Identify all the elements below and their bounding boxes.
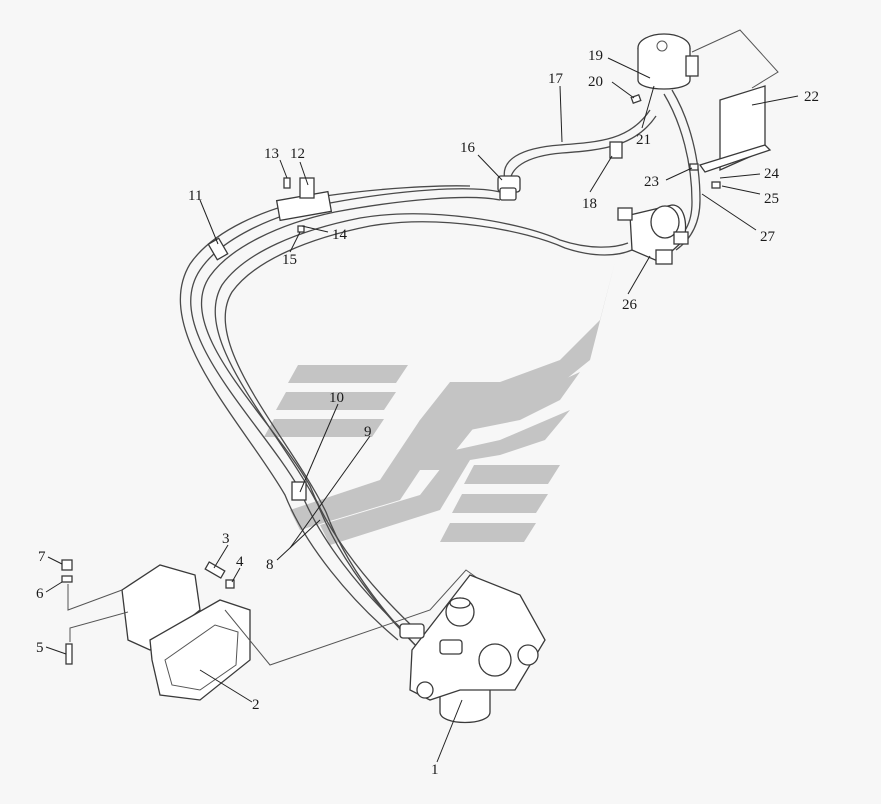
- callout-14: 14: [332, 227, 348, 243]
- callout-7: 7: [38, 549, 46, 565]
- callout-20: 20: [588, 74, 603, 90]
- callout-16: 16: [460, 140, 476, 156]
- callout-8: 8: [266, 557, 274, 573]
- callout-labels: 1 2 3 4 5 6 7 8 9 10 11 12 13 14 15 16 1…: [36, 48, 819, 778]
- callout-10: 10: [329, 390, 344, 406]
- callout-11: 11: [188, 188, 202, 204]
- callout-15: 15: [282, 252, 297, 268]
- callout-26: 26: [622, 297, 638, 313]
- callout-9: 9: [364, 424, 372, 440]
- hose-assembly: [179, 89, 701, 657]
- steering-gear: [399, 574, 546, 724]
- callout-23: 23: [644, 174, 659, 190]
- callout-5: 5: [36, 640, 44, 656]
- callout-22: 22: [804, 89, 819, 105]
- callout-17: 17: [548, 71, 564, 87]
- reservoir-tank: [637, 33, 699, 90]
- callout-27: 27: [760, 229, 776, 245]
- callout-6: 6: [36, 586, 44, 602]
- pump-26: [617, 204, 689, 265]
- tank-leader-box: [691, 29, 779, 89]
- callout-13: 13: [264, 146, 279, 162]
- fitting-16: [497, 175, 521, 201]
- callout-21: 21: [636, 132, 651, 148]
- watermark-logo: [264, 262, 615, 545]
- bracket-22: [698, 85, 772, 173]
- callout-24: 24: [764, 166, 780, 182]
- callout-12: 12: [290, 146, 305, 162]
- callout-3: 3: [222, 531, 230, 547]
- clamps: [207, 141, 623, 501]
- mounting-bracket: [121, 564, 481, 701]
- leader-lines: [45, 57, 799, 763]
- callout-19: 19: [588, 48, 603, 64]
- callout-4: 4: [236, 554, 244, 570]
- fasteners-left: [61, 559, 235, 665]
- callout-2: 2: [252, 697, 260, 713]
- callout-25: 25: [764, 191, 779, 207]
- callout-1: 1: [431, 762, 439, 778]
- callout-18: 18: [582, 196, 597, 212]
